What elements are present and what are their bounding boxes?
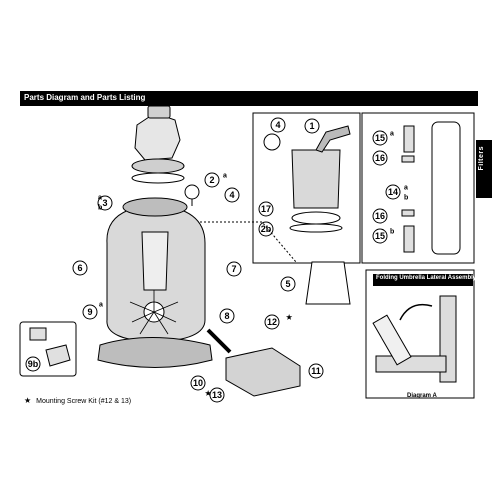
star-13: ★ bbox=[205, 390, 212, 398]
callout-16-lower: 16 bbox=[375, 211, 385, 221]
callout-6: 6 bbox=[77, 263, 82, 273]
callout-2b: 2b bbox=[261, 224, 272, 234]
section-header-title: Parts Diagram and Parts Listing bbox=[24, 93, 146, 102]
lateral-assembly-title: Folding Umbrella Lateral Assembly bbox=[373, 274, 477, 286]
callout-4-valve: 4 bbox=[275, 120, 280, 130]
valve-detail-frame bbox=[252, 112, 361, 264]
callout-15: 15 bbox=[375, 133, 385, 143]
lateral-assembly-frame bbox=[365, 269, 475, 399]
callout-11: 11 bbox=[311, 366, 321, 376]
callout-2: 2 bbox=[209, 175, 214, 185]
callout-3: 3 bbox=[102, 198, 107, 208]
letter-a-2: a bbox=[223, 173, 227, 180]
callout-8: 8 bbox=[224, 311, 229, 321]
callout-14: 14 bbox=[388, 187, 398, 197]
letter-a-15: a bbox=[390, 131, 394, 138]
callout-16: 16 bbox=[375, 153, 385, 163]
letter-a-9: a bbox=[99, 302, 103, 309]
footnote-star: ★ bbox=[24, 396, 32, 405]
callout-9: 9 bbox=[87, 307, 92, 317]
lateral-assembly-title-text: Folding Umbrella Lateral Assembly bbox=[376, 275, 477, 281]
letter-b-15: b bbox=[390, 229, 394, 236]
callout-12: 12 bbox=[267, 317, 277, 327]
callout-1: 1 bbox=[309, 121, 314, 131]
diagram-a-caption: Diagram A bbox=[407, 393, 437, 399]
letter-a-3: a bbox=[98, 195, 102, 202]
callout-13: 13 bbox=[212, 390, 222, 400]
mounting-screw-footnote: ★ Mounting Screw Kit (#12 & 13) bbox=[24, 396, 131, 405]
letter-a-14: a bbox=[404, 185, 408, 192]
callout-5: 5 bbox=[285, 279, 290, 289]
callout-9b: 9b bbox=[28, 359, 39, 369]
callout-17: 17 bbox=[261, 204, 271, 214]
callout-15-lower: 15 bbox=[375, 231, 385, 241]
callout-10: 10 bbox=[193, 378, 203, 388]
hose-detail-frame bbox=[361, 112, 475, 264]
callout-7: 7 bbox=[231, 264, 236, 274]
letter-b-3: b bbox=[98, 205, 102, 212]
section-header: Parts Diagram and Parts Listing bbox=[20, 91, 478, 106]
star-12: ★ bbox=[286, 314, 293, 322]
filters-side-tab: Filters bbox=[476, 140, 492, 198]
footnote-text: Mounting Screw Kit (#12 & 13) bbox=[36, 398, 132, 405]
letter-b-14: b bbox=[404, 195, 408, 202]
callout-4: 4 bbox=[229, 190, 234, 200]
